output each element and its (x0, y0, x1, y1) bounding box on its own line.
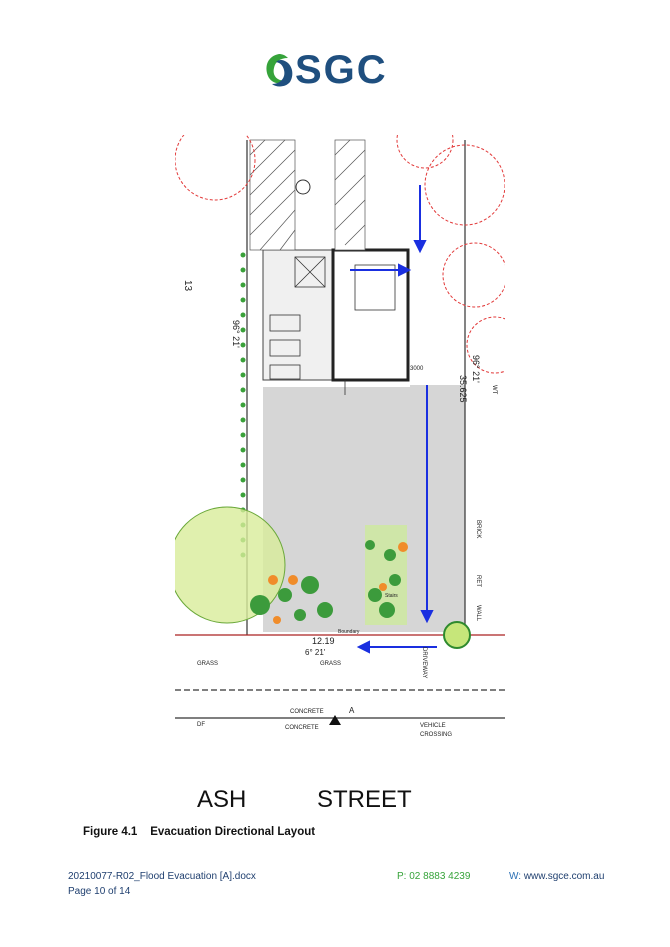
label-wall: WALL (475, 605, 481, 622)
label-lot-number: 13 (182, 280, 193, 292)
label-wt: WT (491, 385, 497, 395)
label-brick: BRICK (475, 520, 481, 538)
footer-web-url[interactable]: www.sgce.com.au (523, 871, 605, 882)
footer-phone: P: 02 8883 4239 (397, 871, 470, 882)
label-grass-right: GRASS (320, 661, 341, 667)
label-concrete-lower: CONCRETE (285, 725, 319, 731)
sgc-logo: SGC (262, 48, 412, 92)
label-vehicle: VEHICLE (420, 723, 446, 729)
figure-caption: Figure 4.1 Evacuation Directional Layout (83, 826, 315, 838)
footer-doc-name: 20210077-R02_Flood Evacuation [A].docx (68, 871, 256, 882)
label-boundary: Boundary (338, 629, 360, 635)
figure-caption-title: Evacuation Directional Layout (150, 826, 316, 838)
footer-website: W: www.sgce.com.au (509, 871, 604, 882)
site-plan-drawing: GRASS GRASS CONCRETE CONCRETE VEHICLE CR… (175, 135, 505, 738)
site-plan-figure: GRASS GRASS CONCRETE CONCRETE VEHICLE CR… (175, 135, 505, 815)
footer-web-prefix: W: (509, 871, 522, 882)
label-dim-left: 96° 21' (231, 320, 241, 348)
label-dim-right: 35.625 (458, 375, 468, 403)
logo-text: SGC (295, 48, 388, 92)
label-crossing: CROSSING (420, 732, 452, 738)
footer-phone-number: 02 8883 4239 (409, 871, 471, 882)
street-label-street: STREET (317, 786, 412, 813)
label-section-mark: A (349, 706, 355, 715)
label-angle-bottom: 6° 21' (305, 648, 326, 657)
label-grass-left: GRASS (197, 661, 218, 667)
label-stairs: Stairs (385, 593, 398, 599)
footer-phone-prefix: P: (397, 871, 407, 882)
figure-caption-label: Figure 4.1 (83, 826, 138, 838)
logo-mark-icon (266, 54, 293, 87)
label-dim-3000: 3000 (410, 366, 424, 372)
label-concrete-upper: CONCRETE (290, 709, 324, 715)
label-dim-bottom: 12.19 (312, 636, 335, 646)
footer-page-number: Page 10 of 14 (68, 886, 131, 897)
label-ret: RET (475, 575, 481, 587)
label-df: DF (197, 722, 205, 728)
label-driveway: DRIVEWAY (421, 647, 427, 678)
label-angle-right: 96° 21' (471, 355, 481, 383)
street-label-ash: ASH (197, 786, 247, 813)
